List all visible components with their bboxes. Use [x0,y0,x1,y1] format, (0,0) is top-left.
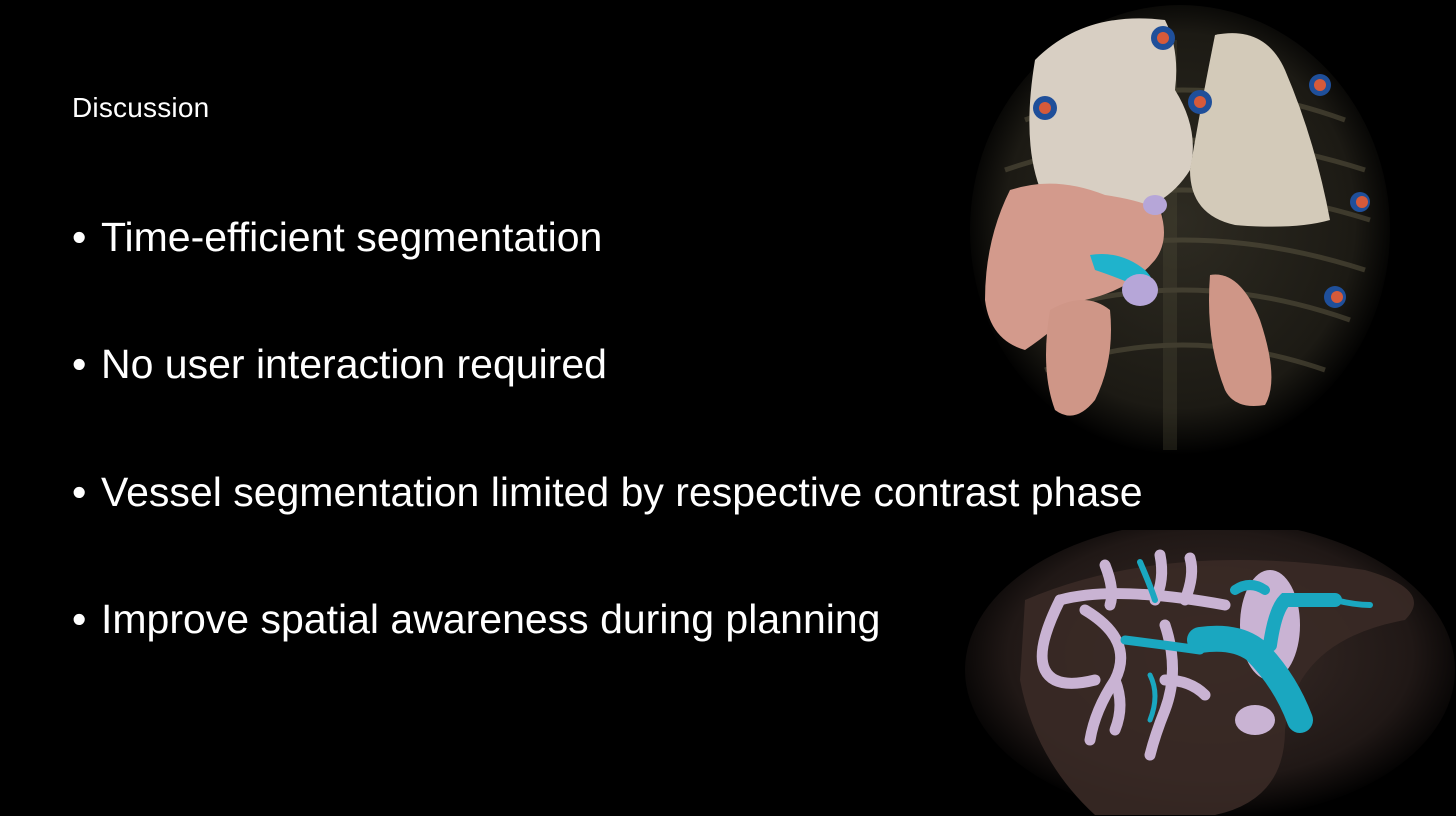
bullet-text: Vessel segmentation limited by respectiv… [101,469,1143,515]
bullet-item: • Vessel segmentation limited by respecti… [72,468,1143,516]
bullet-marker: • [72,469,87,515]
organ-rendering-image [970,5,1390,455]
bullet-item: • Time-efficient segmentation [72,213,602,261]
slide-title: Discussion [72,92,210,123]
bullet-item: • Improve spatial awareness during planni… [72,595,880,643]
bullet-marker: • [72,596,87,642]
bullet-text: Time-efficient segmentation [101,214,603,260]
liver-vessel-rendering-image [965,530,1455,816]
bullet-marker: • [72,214,87,260]
bullet-item: • No user interaction required [72,340,607,388]
bullet-text: Improve spatial awareness during plannin… [101,596,881,642]
bullet-text: No user interaction required [101,341,607,387]
skin-markers [1033,26,1370,308]
bullet-marker: • [72,341,87,387]
